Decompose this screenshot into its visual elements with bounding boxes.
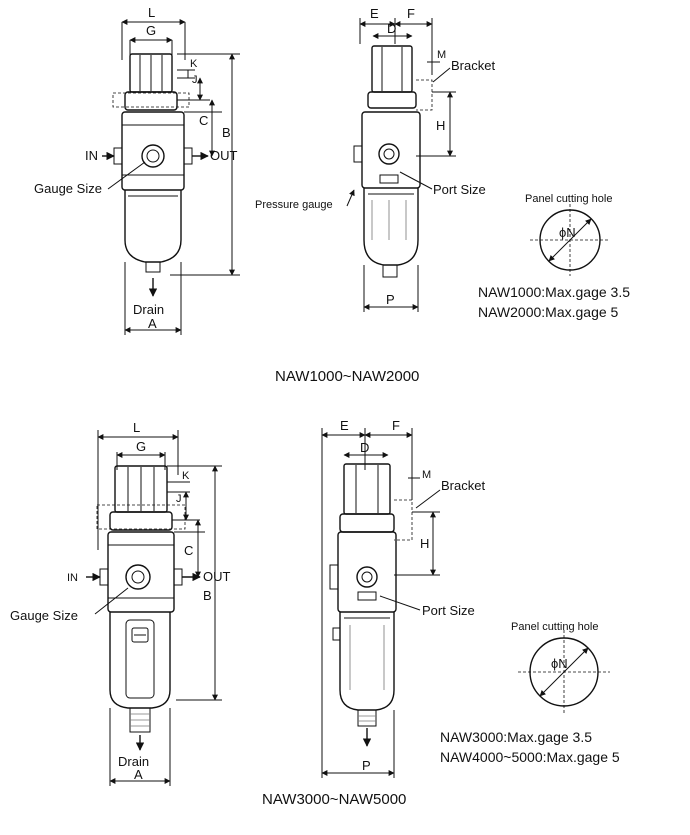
label-gauge-size: Gauge Size	[34, 181, 102, 196]
bottom-side-view: E F D M Bracket H	[321, 418, 485, 778]
dim-J: J	[192, 74, 198, 86]
dim-C: C	[199, 113, 208, 128]
dim-F: F	[392, 418, 400, 433]
regulator-body	[121, 111, 185, 191]
panel-symbol: ϕN	[551, 656, 568, 671]
dim-P: P	[362, 758, 371, 773]
label-pressure-gauge: Pressure gauge	[255, 199, 333, 211]
filter-bowl	[124, 190, 182, 263]
label-in: IN	[85, 148, 98, 163]
label-gauge-size: Gauge Size	[10, 608, 78, 623]
label-port-size: Port Size	[433, 182, 486, 197]
top-note-1: NAW1000:Max.gage 3.5	[478, 284, 630, 300]
dim-L: L	[148, 5, 155, 20]
dim-H: H	[420, 536, 429, 551]
dim-K: K	[182, 470, 190, 482]
dim-E: E	[370, 6, 379, 21]
dim-J: J	[176, 493, 182, 505]
dim-A: A	[134, 767, 143, 782]
top-section: L G K J	[34, 5, 630, 385]
dim-K: K	[190, 58, 198, 70]
label-out: OUT	[210, 148, 238, 163]
bottom-section: L G K J	[10, 418, 620, 808]
dim-B: B	[222, 125, 231, 140]
top-side-view: E F D M Bracket H	[255, 6, 495, 312]
dim-B: B	[203, 588, 212, 603]
top-note-2: NAW2000:Max.gage 5	[478, 304, 619, 320]
dim-H: H	[436, 118, 445, 133]
label-drain: Drain	[118, 754, 149, 769]
panel-title: Panel cutting hole	[511, 621, 598, 633]
top-front-view: L G K J	[34, 5, 240, 335]
dim-M: M	[422, 469, 431, 481]
dim-P: P	[386, 292, 395, 307]
bottom-caption: NAW3000~NAW5000	[262, 791, 406, 808]
dim-C: C	[184, 543, 193, 558]
dim-A: A	[148, 316, 157, 331]
dim-D: D	[387, 21, 396, 36]
label-bracket: Bracket	[451, 58, 495, 73]
bottom-front-view: L G K J	[10, 420, 231, 786]
panel-symbol: ϕN	[559, 225, 576, 240]
bottom-note-1: NAW3000:Max.gage 3.5	[440, 729, 592, 745]
bottom-panel-cutting-hole: Panel cutting hole ϕN	[511, 621, 610, 714]
bottom-note-2: NAW4000~5000:Max.gage 5	[440, 749, 620, 765]
dim-F: F	[407, 6, 415, 21]
label-in: IN	[67, 572, 78, 584]
label-port-size: Port Size	[422, 603, 475, 618]
dim-G: G	[136, 439, 146, 454]
dim-G: G	[146, 23, 156, 38]
dim-D: D	[360, 440, 369, 455]
dim-L: L	[133, 420, 140, 435]
top-caption: NAW1000~NAW2000	[275, 368, 419, 385]
dim-E: E	[340, 418, 349, 433]
label-bracket: Bracket	[441, 478, 485, 493]
label-drain: Drain	[133, 302, 164, 317]
label-out: OUT	[203, 569, 231, 584]
top-panel-cutting-hole: Panel cutting hole ϕN	[525, 193, 612, 276]
dim-M: M	[437, 49, 446, 61]
panel-title: Panel cutting hole	[525, 193, 612, 205]
